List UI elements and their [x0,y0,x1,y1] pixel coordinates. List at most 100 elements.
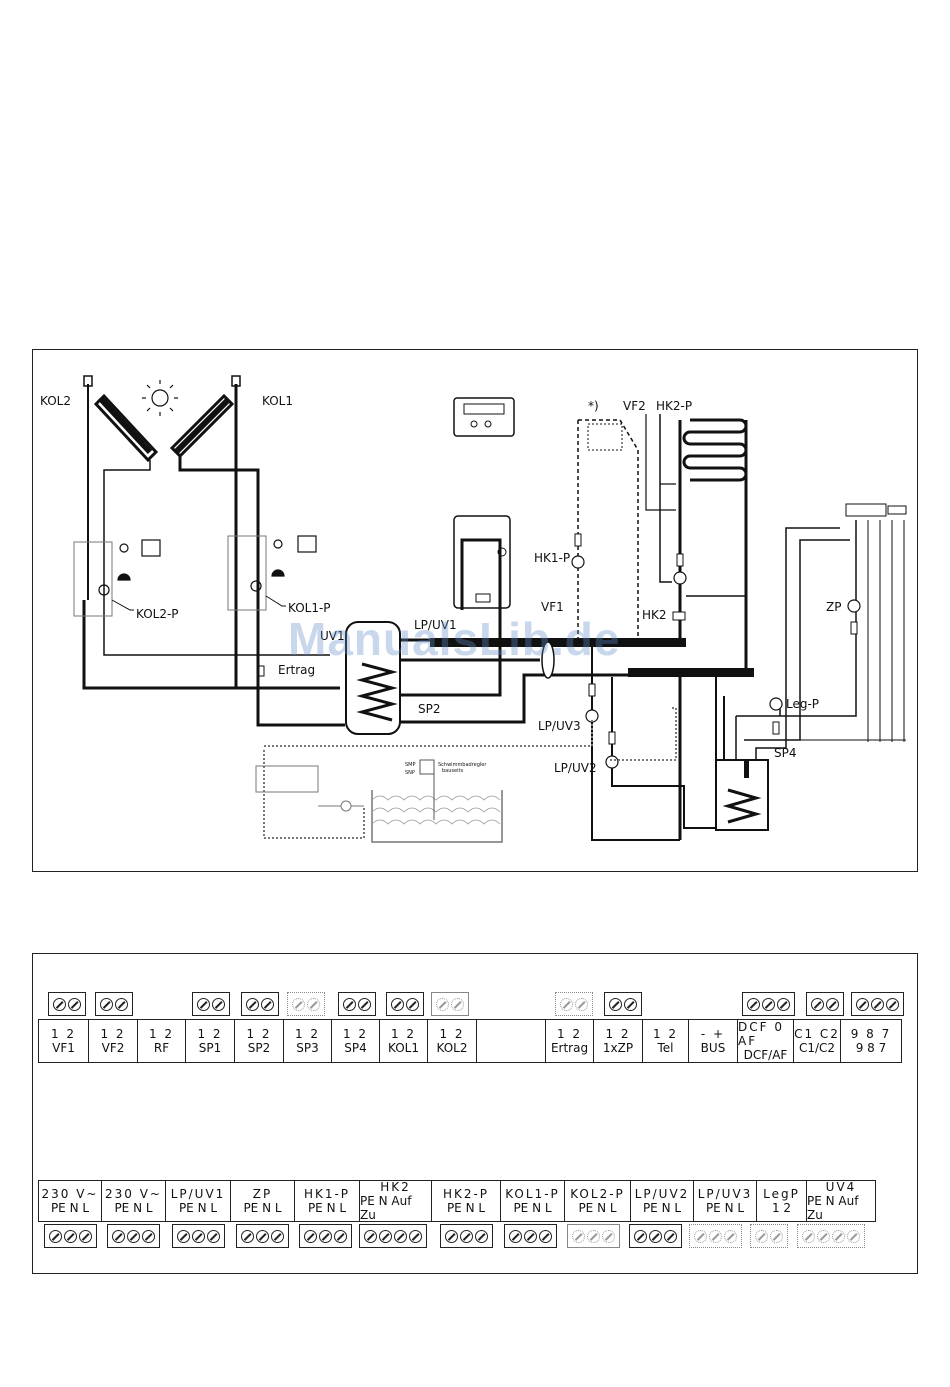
bottom-terminal-terminal-name: 1 2 [771,1201,792,1215]
top-terminal-pin-label: 1 2 [246,1027,272,1041]
screw-icon [587,1229,600,1243]
screw-icon [334,1229,347,1243]
bottom-terminal-terminal-name: PE N L [578,1201,617,1215]
top-terminal-cell: - +BUS [689,1020,738,1062]
hydraulic-diagram-frame [32,349,918,872]
top-terminal-screw-block [287,992,325,1016]
top-terminal-screw-block [431,992,469,1016]
screw-icon [68,997,81,1011]
screw-icon [724,1229,737,1243]
top-terminal-terminal-name: 9 8 7 [855,1041,887,1055]
bottom-terminal-terminal-name: PE N Auf Zu [807,1194,859,1222]
screw-icon [770,1229,783,1243]
screw-icon [802,1229,815,1243]
screw-icon [112,1229,125,1243]
screw-icon [391,997,404,1011]
screw-icon [856,997,869,1011]
top-terminal-terminal-name: Ertrag [550,1041,589,1055]
screw-icon [575,997,588,1011]
top-terminal-pin-label: 1 2 [390,1027,417,1041]
top-terminal-screw-block [555,992,593,1016]
bottom-terminal-screw-block [107,1224,160,1248]
screw-icon [524,1229,537,1243]
screw-icon [115,997,128,1011]
bottom-terminal-screw-block [359,1224,427,1248]
bottom-terminal-terminal-name: PE N L [513,1201,552,1215]
bottom-terminal-pin-label: HK2 [380,1180,411,1194]
screw-icon [436,997,449,1011]
top-terminal-terminal-name: KOL1 [388,1041,419,1055]
bottom-terminal-screw-block [172,1224,225,1248]
screw-icon [271,1229,284,1243]
bottom-terminal-terminal-name: PE N L [705,1201,745,1215]
top-terminal-pin-label: 1 2 [652,1027,679,1041]
screw-icon [460,1229,473,1243]
screw-icon [241,1229,254,1243]
top-terminal-cell [477,1020,546,1062]
screw-icon [811,997,824,1011]
top-terminal-pin-label: 9 8 7 [850,1027,892,1041]
top-terminal-terminal-name: RF [153,1041,170,1055]
top-terminal-pin-label: C1 C2 [794,1027,840,1041]
top-terminal-terminal-name: KOL2 [436,1041,468,1055]
top-terminal-screw-block [806,992,844,1016]
bottom-terminal-pin-label: LP/UV3 [697,1187,753,1201]
top-terminal-screw-block [241,992,279,1016]
bottom-terminal-screw-block [504,1224,557,1248]
screw-icon [609,997,622,1011]
top-terminal-terminal-name: BUS [700,1041,726,1055]
screw-icon [777,997,790,1011]
screw-icon [602,1229,615,1243]
screw-icon [847,1229,860,1243]
screw-icon [246,997,259,1011]
top-terminal-pin-label: 1 2 [197,1027,223,1041]
screw-icon [261,997,274,1011]
bottom-terminal-pin-label: LegP [763,1187,800,1201]
screw-icon [747,997,760,1011]
watermark: ManualsLib.de [288,613,621,665]
screw-icon [624,997,637,1011]
top-terminal-terminal-name: SP1 [198,1041,222,1055]
screw-icon [871,997,884,1011]
top-terminal-pin-label: 1 2 [605,1027,631,1041]
bottom-terminal-pin-label: 230 V~ [41,1187,99,1201]
screw-icon [197,997,210,1011]
screw-icon [509,1229,522,1243]
bottom-terminal-pin-label: KOL2-P [570,1187,625,1201]
bottom-terminal-screw-block [299,1224,352,1248]
bottom-terminal-pin-label: LP/UV1 [170,1187,226,1201]
screw-icon [406,997,419,1011]
screw-icon [886,997,899,1011]
top-terminal-pin-label: 1 2 [294,1027,321,1041]
screw-icon [694,1229,707,1243]
screw-icon [304,1229,317,1243]
top-terminal-screw-block [192,992,230,1016]
top-terminal-terminal-name: Tel [657,1041,674,1055]
top-terminal-terminal-name: SP2 [247,1041,271,1055]
bottom-terminal-terminal-name: PE N L [642,1201,682,1215]
bottom-terminal-screw-block [797,1224,865,1248]
screw-icon [307,997,320,1011]
bottom-terminal-terminal-name: PE N Auf Zu [360,1194,412,1222]
top-terminal-terminal-name: 1xZP [602,1041,634,1055]
